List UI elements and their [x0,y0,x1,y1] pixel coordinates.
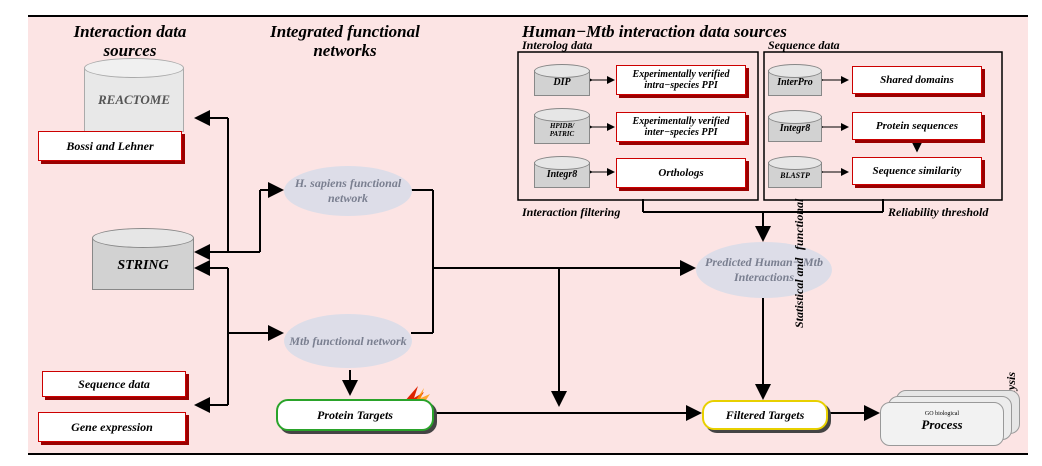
integr8-sequence-database: Integr8 [768,110,822,146]
interaction-filtering-label: Interaction filtering [522,205,621,219]
sequence-similarity-box: Sequence similarity [852,157,982,185]
go-process-card: GO biological Process [880,402,1004,446]
title-integrated-networks: Integrated functional networks [270,22,420,60]
reactome-database: REACTOME [84,58,184,138]
functional-label: functional [792,198,806,250]
integr8-sequence-label: Integr8 [779,123,811,134]
dip-label: DIP [553,77,571,88]
interpro-label: InterPro [777,77,813,88]
blastp-label: BLASTP [780,171,810,180]
string-label: STRING [117,258,169,273]
integr8-interolog-database: Integr8 [534,156,590,192]
reliability-threshold-label: Reliability threshold [888,205,989,219]
reactome-label: REACTOME [97,92,170,107]
hpidb-database: HPIDB/ PATRIC [534,108,590,148]
sequence-heading: Sequence data [768,38,840,52]
top-border-line [28,15,1028,17]
predicted-interactions-node: Predicted Human− Mtb Interactions [696,242,832,298]
title-human-mtb-sources: Human−Mtb interaction data sources [522,22,787,41]
filtered-targets-box: Filtered Targets [702,400,828,430]
blastp-database: BLASTP [768,156,822,192]
title-interaction-sources: Interaction data sources [73,22,187,60]
interpro-database: InterPro [768,64,822,100]
bossi-lehner-box: Bossi and Lehner [38,131,182,161]
interolog-heading: Interolog data [522,38,593,52]
statistical-label: Statistical and [792,257,806,328]
integr8-interolog-label: Integr8 [546,169,578,180]
gene-expression-box: Gene expression [38,412,186,442]
hsapiens-network-node: H. sapiens functional network [284,166,412,216]
shared-domains-box: Shared domains [852,66,982,94]
exp-intra-box: Experimentally verified intra−species PP… [616,65,746,95]
protein-targets-box: Protein Targets [276,399,434,431]
go-process-label: Process [921,417,963,432]
go-small-label: GO biological [924,411,960,417]
dip-database: DIP [534,64,590,100]
exp-inter-box: Experimentally verified inter−species PP… [616,112,746,142]
orthologs-box: Orthologs [616,158,746,188]
protein-sequences-box: Protein sequences [852,112,982,140]
sequence-data-box: Sequence data [42,371,186,397]
mtb-network-node: Mtb functional network [284,314,412,368]
hpidb-label: HPIDB/ PATRIC [549,122,575,138]
bottom-border-line [28,453,1028,455]
string-database: STRING [92,228,194,296]
